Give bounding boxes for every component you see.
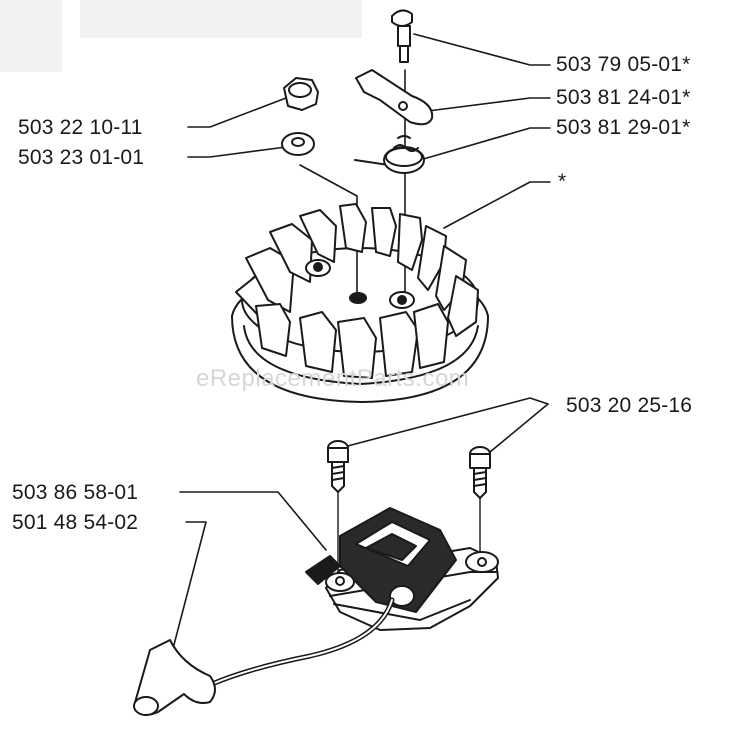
leader-p1 [413, 33, 551, 66]
part-label-spark-plug-lead: 501 48 54-02 [12, 511, 139, 534]
leader-p5 [187, 97, 287, 128]
center-line-left [299, 164, 358, 299]
part-label-nut: 503 22 10-11 [18, 116, 143, 139]
part-label-flywheel: * [558, 170, 567, 193]
leader-p9 [169, 521, 207, 661]
header-smudge-left [0, 0, 62, 72]
pin-part [391, 9, 413, 63]
spring-part [354, 135, 425, 174]
leader-p8 [179, 491, 327, 551]
header-smudge-right [80, 0, 362, 38]
watermark: eReplacementParts.com [196, 365, 470, 392]
part-label-pin: 503 79 05-01* [556, 53, 691, 76]
washer-part [281, 132, 315, 156]
flywheel-part [231, 203, 489, 403]
part-label-ignition-module: 503 86 58-01 [12, 481, 139, 504]
part-label-washer: 503 23 01-01 [18, 146, 145, 169]
leader-p7a [339, 397, 549, 449]
leader-p6 [187, 146, 287, 158]
leader-p3 [419, 127, 551, 161]
part-label-screw: 503 20 25-16 [566, 394, 693, 417]
leader-p4 [443, 181, 551, 229]
screw-left [327, 440, 349, 493]
part-label-spring: 503 81 29-01* [556, 116, 691, 139]
pawl-part [355, 69, 434, 126]
spark-plug-lead-part [133, 597, 395, 716]
ignition-module-part [305, 507, 499, 631]
leader-lines [169, 33, 551, 661]
leader-p7b [489, 403, 549, 453]
nut-part [283, 77, 319, 111]
screw-right [469, 446, 491, 499]
flywheel-fins [235, 203, 479, 379]
part-label-pawl: 503 81 24-01* [556, 86, 691, 109]
leader-p2 [419, 97, 551, 113]
